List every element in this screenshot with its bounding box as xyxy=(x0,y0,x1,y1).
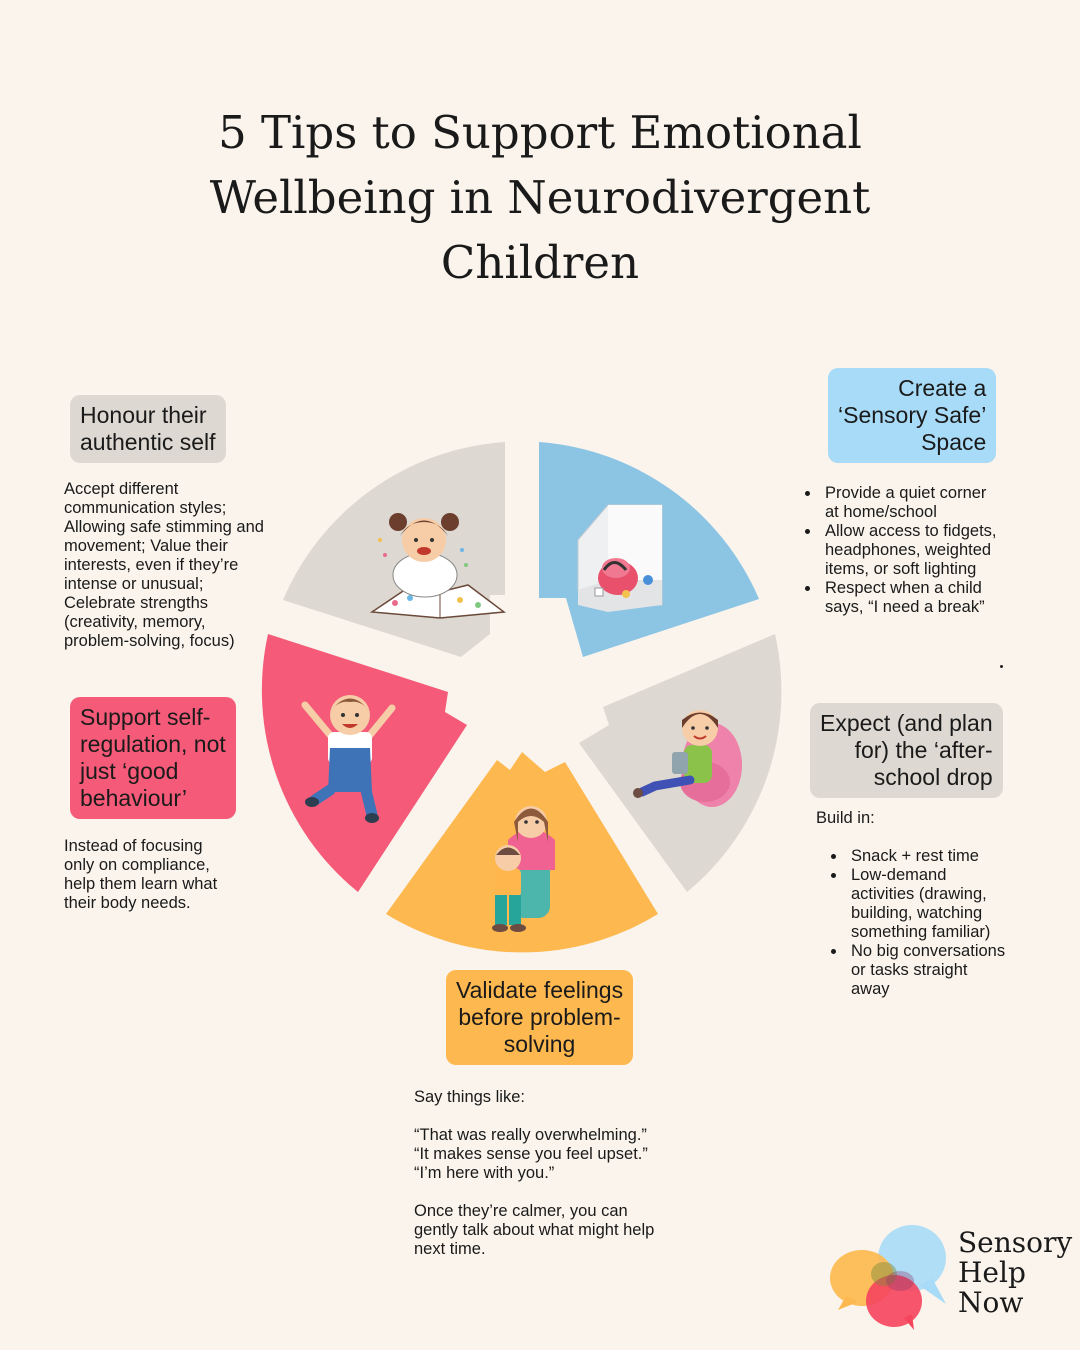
label-line: behaviour’ xyxy=(80,785,187,811)
stray-dot xyxy=(1000,665,1003,668)
list-item-line: items, or soft lighting xyxy=(825,560,977,578)
body-line: Once they’re calmer, you can xyxy=(414,1202,628,1220)
title-line: 5 Tips to Support Emotional xyxy=(218,106,862,159)
label-line: solving xyxy=(503,1031,576,1057)
body-line: Accept different xyxy=(64,480,179,498)
list-item: Snack + rest time xyxy=(847,847,1005,866)
title-line: Wellbeing in Neurodivergent xyxy=(209,171,871,224)
title-line: Children xyxy=(440,236,640,289)
label-line: Honour their xyxy=(80,402,207,428)
segment-validate xyxy=(386,752,658,953)
girl-reading-book-illustration xyxy=(369,513,507,619)
label-line: Support self- xyxy=(80,704,211,730)
body-line: interests, even if they’re xyxy=(64,556,239,574)
list-item-line: No big conversations xyxy=(851,942,1006,960)
body-line: next time. xyxy=(414,1240,486,1258)
label-line: just ‘good xyxy=(80,758,179,784)
label-line: Validate feelings xyxy=(456,977,624,1003)
label-line: for) the ‘after- xyxy=(854,737,993,763)
tip-afterschool-label: Expect (and plan for) the ‘after- school… xyxy=(810,703,1003,798)
list-item-line: Snack + rest time xyxy=(851,847,979,865)
list-item-line: building, watching xyxy=(851,904,983,922)
brand-name: Sensory Help Now xyxy=(958,1228,1072,1318)
tip-validate-text: Say things like: “That was really overwh… xyxy=(414,1088,654,1259)
page-title: 5 Tips to Support Emotional Wellbeing in… xyxy=(140,100,940,295)
segment-afterschool xyxy=(579,634,782,892)
body-line: (creativity, memory, xyxy=(64,613,206,631)
body-line: help them learn what xyxy=(64,875,218,893)
list-item: Allow access to fidgets, headphones, wei… xyxy=(821,522,997,579)
segment-honour xyxy=(283,442,507,657)
brand-line: Help xyxy=(958,1256,1026,1289)
label-line: ‘Sensory Safe’ xyxy=(838,402,987,428)
list-item-line: or tasks straight xyxy=(851,961,968,979)
brand-line: Sensory xyxy=(958,1226,1073,1259)
label-line: school drop xyxy=(873,764,993,790)
label-line: Expect (and plan xyxy=(820,710,993,736)
parent-hugging-child-illustration xyxy=(492,806,555,932)
body-line: gently talk about what might help xyxy=(414,1221,655,1239)
tip-validate-label: Validate feelings before problem- solvin… xyxy=(446,970,634,1065)
child-on-beanbag-tablet-illustration xyxy=(633,710,742,807)
body-line: Build in: xyxy=(816,809,875,827)
list-item-line: something familiar) xyxy=(851,923,991,941)
body-line: communication styles; xyxy=(64,499,227,517)
body-line: Instead of focusing xyxy=(64,837,203,855)
segment-regulation xyxy=(261,634,467,892)
tip-honour-text: Accept different communication styles; A… xyxy=(64,480,264,651)
list-item: Provide a quiet corner at home/school xyxy=(821,484,997,522)
quote-line: “That was really overwhelming.” xyxy=(414,1126,647,1144)
label-line: Space xyxy=(921,429,987,455)
list-item-line: Allow access to fidgets, xyxy=(825,522,997,540)
sensory-corner-room-illustration xyxy=(577,504,663,612)
list-item: Respect when a child says, “I need a bre… xyxy=(821,579,997,617)
body-line: Celebrate strengths xyxy=(64,594,208,612)
label-line: before problem- xyxy=(458,1004,621,1030)
tip-sensory-list: Provide a quiet corner at home/school Al… xyxy=(803,484,997,617)
list-item-line: says, “I need a break” xyxy=(825,598,985,616)
body-line: intense or unusual; xyxy=(64,575,204,593)
quote-line: “I’m here with you.” xyxy=(414,1164,555,1182)
tip-regulation-text: Instead of focusing only on compliance, … xyxy=(64,837,217,913)
list-item: No big conversations or tasks straight a… xyxy=(847,942,1005,999)
body-line: Allowing safe stimming and xyxy=(64,518,264,536)
list-item-line: activities (drawing, xyxy=(851,885,987,903)
tip-afterschool-intro: Build in: xyxy=(816,809,875,828)
speech-bubbles-logo-icon xyxy=(830,1225,946,1330)
list-item-line: Low-demand xyxy=(851,866,947,884)
list-item-line: Respect when a child xyxy=(825,579,982,597)
list-item-line: at home/school xyxy=(825,503,937,521)
body-line: only on compliance, xyxy=(64,856,210,874)
body-line: their body needs. xyxy=(64,894,191,912)
label-line: authentic self xyxy=(80,429,216,455)
label-line: Create a xyxy=(898,375,987,401)
segment-sensory xyxy=(539,442,759,657)
brand-line: Now xyxy=(958,1286,1024,1319)
boy-jumping-illustration xyxy=(301,695,396,823)
list-item-line: headphones, weighted xyxy=(825,541,992,559)
list-item-line: Provide a quiet corner xyxy=(825,484,987,502)
label-line: regulation, not xyxy=(80,731,226,757)
body-line: movement; Value their xyxy=(64,537,228,555)
quote-line: “It makes sense you feel upset.” xyxy=(414,1145,648,1163)
body-line: Say things like: xyxy=(414,1088,525,1106)
list-item-line: away xyxy=(851,980,890,998)
tip-regulation-label: Support self- regulation, not just ‘good… xyxy=(70,697,236,819)
tip-afterschool-list: Snack + rest time Low-demand activities … xyxy=(829,847,1005,999)
tip-sensory-label: Create a ‘Sensory Safe’ Space xyxy=(828,368,997,463)
list-item: Low-demand activities (drawing, building… xyxy=(847,866,1005,942)
tip-honour-label: Honour their authentic self xyxy=(70,395,226,463)
body-line: problem-solving, focus) xyxy=(64,632,235,650)
